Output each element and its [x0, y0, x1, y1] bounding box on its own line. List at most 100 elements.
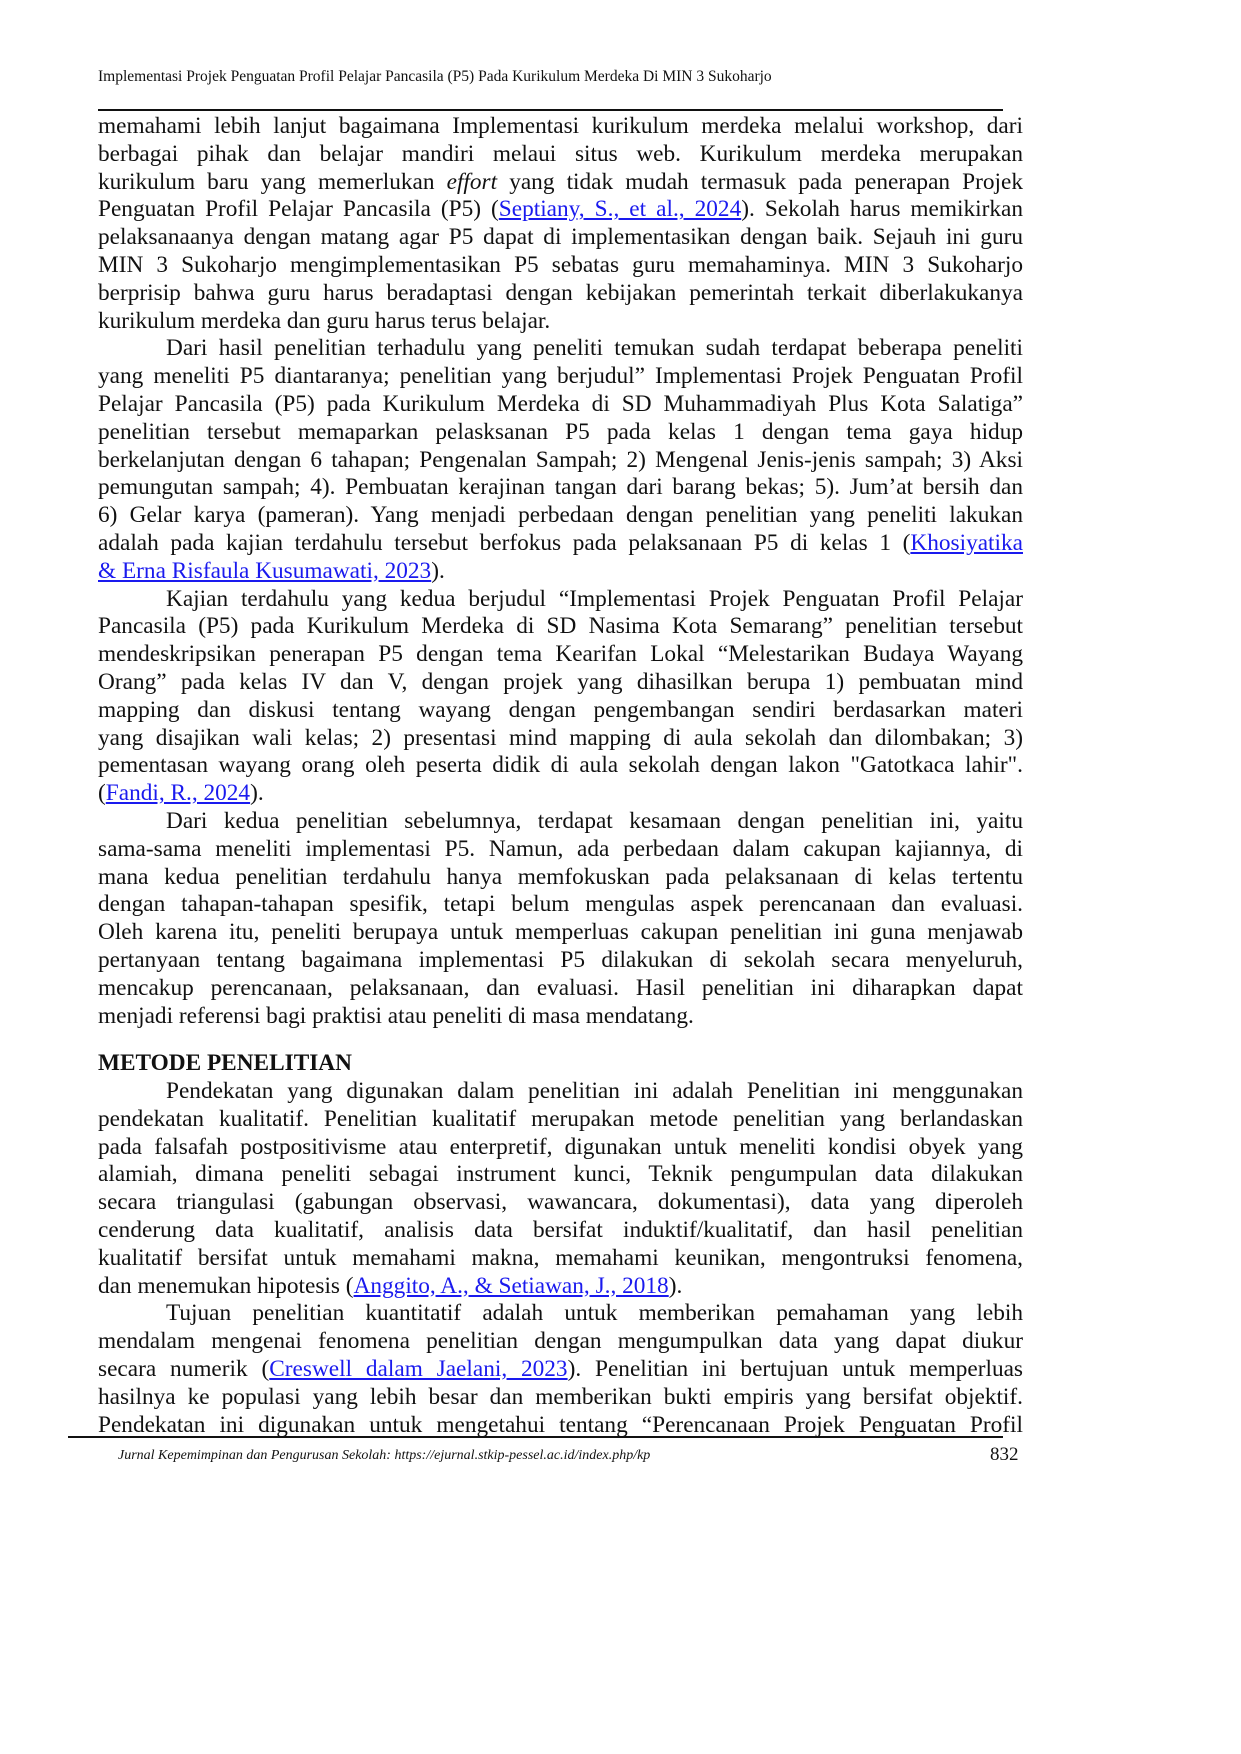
- text-line: mencakup perencanaan, pelaksanaan, dan e…: [98, 975, 1023, 1003]
- text-line: dan menemukan hipotesis (Anggito, A., & …: [98, 1273, 1023, 1301]
- text-run: dengan tahapan-tahapan spesifik, tetapi …: [98, 891, 1023, 918]
- text-line: pelaksanaanya dengan matang agar P5 dapa…: [98, 224, 1023, 252]
- text-run: sama-sama meneliti implementasi P5. Namu…: [98, 835, 1023, 862]
- text-run: yang disajikan wali kelas; 2) presentasi…: [98, 724, 1023, 751]
- text-line: Kajian terdahulu yang kedua berjudul “Im…: [98, 586, 1023, 614]
- text-line: Dari kedua penelitian sebelumnya, terdap…: [98, 808, 1023, 836]
- paragraph: Tujuan penelitian kuantitatif adalah unt…: [98, 1300, 1023, 1439]
- text-run: (: [98, 780, 106, 807]
- text-line: Orang” pada kelas IV dan V, dengan proje…: [98, 669, 1023, 697]
- text-run: Oleh karena itu, peneliti berupaya untuk…: [98, 919, 1023, 946]
- text-run: hasilnya ke populasi yang lebih besar da…: [98, 1383, 1023, 1410]
- text-run: mana kedua penelitian terdahulu hanya me…: [98, 863, 1023, 890]
- text-run: alamiah, dimana peneliti sebagai instrum…: [98, 1161, 1023, 1188]
- text-line: Pelajar Pancasila (P5) pada Kurikulum Me…: [98, 391, 1023, 419]
- text-line: mendeskripsikan penerapan P5 dengan tema…: [98, 641, 1023, 669]
- text-run: dan menemukan hipotesis (: [98, 1272, 354, 1299]
- text-line: penelitian tersebut memaparkan pelasksan…: [98, 419, 1023, 447]
- paragraph: Pendekatan yang digunakan dalam peneliti…: [98, 1078, 1023, 1300]
- paragraph: Dari kedua penelitian sebelumnya, terdap…: [98, 808, 1023, 1030]
- text-run: ). Sekolah harus memikirkan: [741, 196, 1023, 223]
- text-line: mana kedua penelitian terdahulu hanya me…: [98, 864, 1023, 892]
- text-line: Tujuan penelitian kuantitatif adalah unt…: [98, 1300, 1023, 1328]
- text-line: & Erna Risfaula Kusumawati, 2023).: [98, 558, 1023, 586]
- text-line: kurikulum baru yang memerlukan effort ya…: [98, 169, 1023, 197]
- text-line: 6) Gelar karya (pameran). Yang menjadi p…: [98, 502, 1023, 530]
- text-run: memahami lebih lanjut bagaimana Implemen…: [98, 113, 1023, 139]
- italic-term: effort: [446, 168, 498, 195]
- text-run: ).: [431, 557, 445, 584]
- text-line: Pendekatan yang digunakan dalam peneliti…: [98, 1078, 1023, 1106]
- citation-link[interactable]: Anggito, A., & Setiawan, J., 2018: [353, 1272, 669, 1299]
- text-line: pemungutan sampah; 4). Pembuatan kerajin…: [98, 474, 1023, 502]
- running-header: Implementasi Projek Penguatan Profil Pel…: [98, 68, 772, 85]
- text-run: cenderung data kualitatif, analisis data…: [98, 1217, 1023, 1244]
- text-run: pelaksanaanya dengan matang agar P5 dapa…: [98, 224, 1023, 251]
- text-line: alamiah, dimana peneliti sebagai instrum…: [98, 1161, 1023, 1189]
- text-line: pendekatan kualitatif. Penelitian kualit…: [98, 1106, 1023, 1134]
- text-run: pertanyaan tentang bagaimana implementas…: [98, 946, 1023, 973]
- text-line: berprisip bahwa guru harus beradaptasi d…: [98, 280, 1023, 308]
- body-text: memahami lebih lanjut bagaimana Implemen…: [98, 113, 1023, 1439]
- text-line: mapping dan diskusi tentang wayang denga…: [98, 697, 1023, 725]
- text-line: Pancasila (P5) pada Kurikulum Merdeka di…: [98, 613, 1023, 641]
- text-line: pertanyaan tentang bagaimana implementas…: [98, 947, 1023, 975]
- text-line: pada falsafah postpositivisme atau enter…: [98, 1134, 1023, 1162]
- text-run: yang tidak mudah termasuk pada penerapan…: [497, 168, 1023, 195]
- text-line: (Fandi, R., 2024).: [98, 780, 1023, 808]
- text-run: berbagai pihak dan belajar mandiri melau…: [98, 140, 1023, 167]
- text-run: Pendekatan ini digunakan untuk mengetahu…: [98, 1411, 1023, 1438]
- text-line: berkelanjutan dengan 6 tahapan; Pengenal…: [98, 447, 1023, 475]
- text-line: pementasan wayang orang oleh peserta did…: [98, 752, 1023, 780]
- text-run: ). Penelitian ini bertujuan untuk memper…: [567, 1356, 1023, 1383]
- text-run: Tujuan penelitian kuantitatif adalah unt…: [166, 1300, 1023, 1327]
- citation-link[interactable]: Khosiyatika: [910, 529, 1023, 556]
- text-line: adalah pada kajian terdahulu tersebut be…: [98, 530, 1023, 558]
- text-line: cenderung data kualitatif, analisis data…: [98, 1217, 1023, 1245]
- text-run: secara numerik (: [98, 1356, 270, 1383]
- text-line: Penguatan Profil Pelajar Pancasila (P5) …: [98, 196, 1023, 224]
- text-run: 6) Gelar karya (pameran). Yang menjadi p…: [98, 502, 1023, 529]
- text-line: yang meneliti P5 diantaranya; penelitian…: [98, 363, 1023, 391]
- text-run: pendekatan kualitatif. Penelitian kualit…: [98, 1105, 1023, 1132]
- text-run: pementasan wayang orang oleh peserta did…: [98, 752, 1023, 779]
- text-run: Dari hasil penelitian terhadulu yang pen…: [166, 335, 1023, 362]
- citation-link[interactable]: & Erna Risfaula Kusumawati, 2023: [98, 557, 432, 584]
- text-run: Dari kedua penelitian sebelumnya, terdap…: [166, 807, 1023, 834]
- text-run: mencakup perencanaan, pelaksanaan, dan e…: [98, 974, 1023, 1001]
- citation-link[interactable]: Creswell dalam Jaelani, 2023: [269, 1356, 568, 1383]
- text-line: secara numerik (Creswell dalam Jaelani, …: [98, 1356, 1023, 1384]
- paragraph: Dari hasil penelitian terhadulu yang pen…: [98, 335, 1023, 585]
- text-run: Pancasila (P5) pada Kurikulum Merdeka di…: [98, 613, 1023, 640]
- citation-link[interactable]: Septiany, S., et al., 2024: [498, 196, 742, 223]
- header-divider: [98, 109, 1003, 111]
- text-line: kurikulum merdeka dan guru harus terus b…: [98, 308, 1023, 336]
- text-run: berkelanjutan dengan 6 tahapan; Pengenal…: [98, 446, 1023, 473]
- text-line: Dari hasil penelitian terhadulu yang pen…: [98, 335, 1023, 363]
- text-line: memahami lebih lanjut bagaimana Implemen…: [98, 113, 1023, 141]
- text-run: Kajian terdahulu yang kedua berjudul “Im…: [166, 585, 1023, 612]
- text-line: secara triangulasi (gabungan observasi, …: [98, 1189, 1023, 1217]
- text-run: Orang” pada kelas IV dan V, dengan proje…: [98, 668, 1023, 695]
- citation-link[interactable]: Fandi, R., 2024: [105, 780, 251, 807]
- text-run: Pelajar Pancasila (P5) pada Kurikulum Me…: [98, 390, 1023, 417]
- text-run: kurikulum merdeka dan guru harus terus b…: [98, 307, 551, 334]
- text-line: mendalam mengenai fenomena penelitian de…: [98, 1328, 1023, 1356]
- text-run: adalah pada kajian terdahulu tersebut be…: [98, 529, 911, 556]
- text-line: kualitatif bersifat untuk memahami makna…: [98, 1245, 1023, 1273]
- text-line: Oleh karena itu, peneliti berupaya untuk…: [98, 919, 1023, 947]
- text-run: ).: [668, 1272, 683, 1299]
- text-line: menjadi referensi bagi praktisi atau pen…: [98, 1003, 1023, 1031]
- text-run: yang meneliti P5 diantaranya; penelitian…: [98, 363, 1023, 390]
- paragraph: Kajian terdahulu yang kedua berjudul “Im…: [98, 586, 1023, 808]
- text-run: ).: [250, 780, 264, 807]
- text-line: Pendekatan ini digunakan untuk mengetahu…: [98, 1412, 1023, 1440]
- text-run: menjadi referensi bagi praktisi atau pen…: [98, 1002, 694, 1029]
- text-line: hasilnya ke populasi yang lebih besar da…: [98, 1384, 1023, 1412]
- text-line: MIN 3 Sukoharjo mengimplementasikan P5 s…: [98, 252, 1023, 280]
- text-run: MIN 3 Sukoharjo mengimplementasikan P5 s…: [98, 251, 1023, 278]
- text-run: mendeskripsikan penerapan P5 dengan tema…: [98, 641, 1023, 668]
- section-heading: METODE PENELITIAN: [98, 1050, 352, 1077]
- text-line: sama-sama meneliti implementasi P5. Namu…: [98, 836, 1023, 864]
- page-number: 832: [990, 1444, 1019, 1465]
